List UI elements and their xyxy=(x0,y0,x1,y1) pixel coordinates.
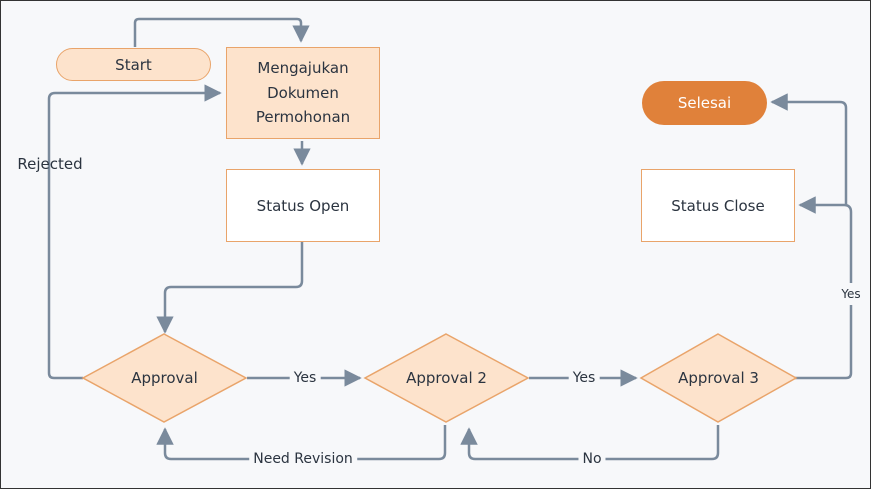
connector-open-to-approval xyxy=(156,242,304,334)
edge-label-yes-approval1: Yes xyxy=(289,369,321,387)
approval3-diamond-shape xyxy=(639,333,798,423)
submit-label-line1: Mengajukan xyxy=(257,58,349,77)
edge-label-yes-approval3: Yes xyxy=(841,283,861,305)
approval2-diamond-shape xyxy=(363,333,530,423)
submit-label-line3: Permohonan xyxy=(255,108,351,127)
submit-document-node: Mengajukan Dokumen Permohonan xyxy=(226,47,380,139)
approval2-node: Approval 2 xyxy=(365,334,528,422)
connector-close-to-finish xyxy=(770,93,848,205)
start-label: Start xyxy=(115,55,152,74)
status-open-label: Status Open xyxy=(256,196,350,215)
approval3-node: Approval 3 xyxy=(641,334,796,422)
start-node: Start xyxy=(56,48,211,81)
edge-label-rejected: Rejected xyxy=(17,155,83,173)
status-close-label: Status Close xyxy=(671,196,765,215)
connector-start-to-submit xyxy=(133,17,310,47)
approval1-node: Approval xyxy=(83,334,246,422)
finish-node: Selesai xyxy=(642,81,767,125)
finish-label: Selesai xyxy=(677,94,732,112)
edge-label-yes-approval2: Yes xyxy=(568,369,600,387)
approval1-diamond-shape xyxy=(81,333,248,423)
connector-rejected xyxy=(47,84,222,380)
edge-label-need-revision: Need Revision xyxy=(249,450,357,468)
edge-label-no: No xyxy=(578,450,606,468)
approval1-label: Approval xyxy=(131,369,198,387)
submit-label-line2: Dokumen xyxy=(267,83,339,102)
approval3-label: Approval 3 xyxy=(678,369,759,387)
status-open-node: Status Open xyxy=(226,169,380,242)
status-close-node: Status Close xyxy=(641,169,795,242)
approval2-label: Approval 2 xyxy=(406,369,487,387)
